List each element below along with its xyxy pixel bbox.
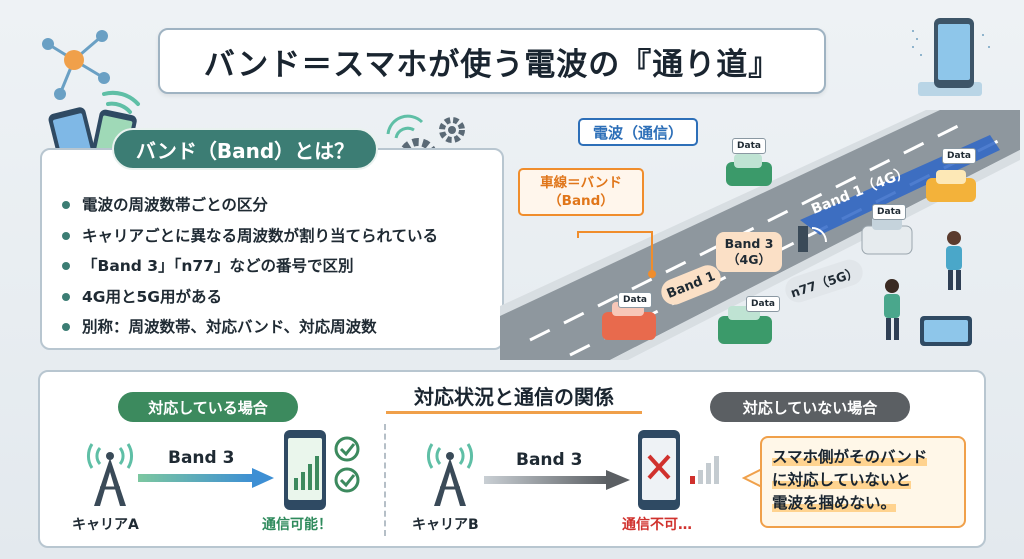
lane-label: 車線＝バンド （Band） [518, 168, 644, 216]
note-pointer [742, 466, 764, 490]
data-tag: Data [732, 138, 766, 154]
unsupported-label: 対応していない場合 [710, 392, 910, 422]
supported-band-label: Band 3 [168, 448, 235, 468]
note-line: に対応していないと [772, 471, 912, 489]
car-yellow [926, 170, 976, 202]
data-tag: Data [872, 204, 906, 220]
relation-title: 対応状況と通信の関係 [386, 380, 642, 414]
signal-label: 電波（通信） [578, 118, 698, 146]
note-box: スマホ側がそのバンド に対応していないと 電波を掴めない。 [760, 436, 966, 528]
band-info-header: バンド（Band）とは？ [112, 128, 378, 170]
band-tag-band3-line1: Band 3 [724, 236, 774, 251]
supported-result: 通信可能！ [262, 517, 332, 533]
carrier-b-label: キャリアB [412, 517, 479, 533]
lane-label-line2: （Band） [548, 193, 614, 209]
smartphone-icon [912, 18, 990, 96]
data-tag: Data [746, 296, 780, 312]
phone-ng-icon [638, 430, 680, 510]
supported-label: 対応している場合 [118, 392, 298, 422]
cell-tower-icon [427, 443, 473, 506]
person-right [946, 231, 962, 290]
list-item: 「Band 3」「n77」などの番号で区別 [60, 251, 500, 282]
person-left [884, 279, 900, 340]
data-tag: Data [942, 148, 976, 164]
arrow-right-icon [138, 468, 274, 488]
unsupported-result: 通信不可… [622, 517, 692, 533]
band-info-list: 電波の周波数帯ごとの区分 キャリアごとに異なる周波数が割り当てられている 「Ba… [60, 190, 500, 343]
page-title: バンド＝スマホが使う電波の『通り道』 [203, 46, 781, 83]
lane-label-line1: 車線＝バンド [540, 175, 622, 191]
list-item: キャリアごとに異なる周波数が割り当てられている [60, 221, 500, 252]
check-icon [334, 436, 360, 493]
arrow-right-gray-icon [484, 470, 630, 490]
weak-signal-icon [690, 456, 719, 484]
note-line: スマホ側がそのバンド [772, 448, 928, 466]
list-item: 電波の周波数帯ごとの区分 [60, 190, 500, 221]
network-node-icon [42, 30, 110, 100]
car-green-top [726, 154, 772, 186]
band-info-panel [40, 148, 504, 350]
unsupported-band-label: Band 3 [516, 450, 583, 470]
list-item: 別称：周波数帯、対応バンド、対応周波数 [60, 312, 500, 343]
divider [384, 424, 386, 536]
title-box: バンド＝スマホが使う電波の『通り道』 [158, 28, 826, 94]
list-item: 4G用と5G用がある [60, 282, 500, 313]
data-tag: Data [618, 292, 652, 308]
carrier-a-label: キャリアA [72, 517, 139, 533]
note-line: 電波を掴めない。 [772, 494, 897, 512]
cell-tower-icon [87, 443, 133, 506]
band-tag-band3: Band 3 （4G） [716, 232, 782, 272]
phone-ok-icon [284, 430, 326, 510]
band-tag-band3-line2: （4G） [727, 252, 771, 267]
